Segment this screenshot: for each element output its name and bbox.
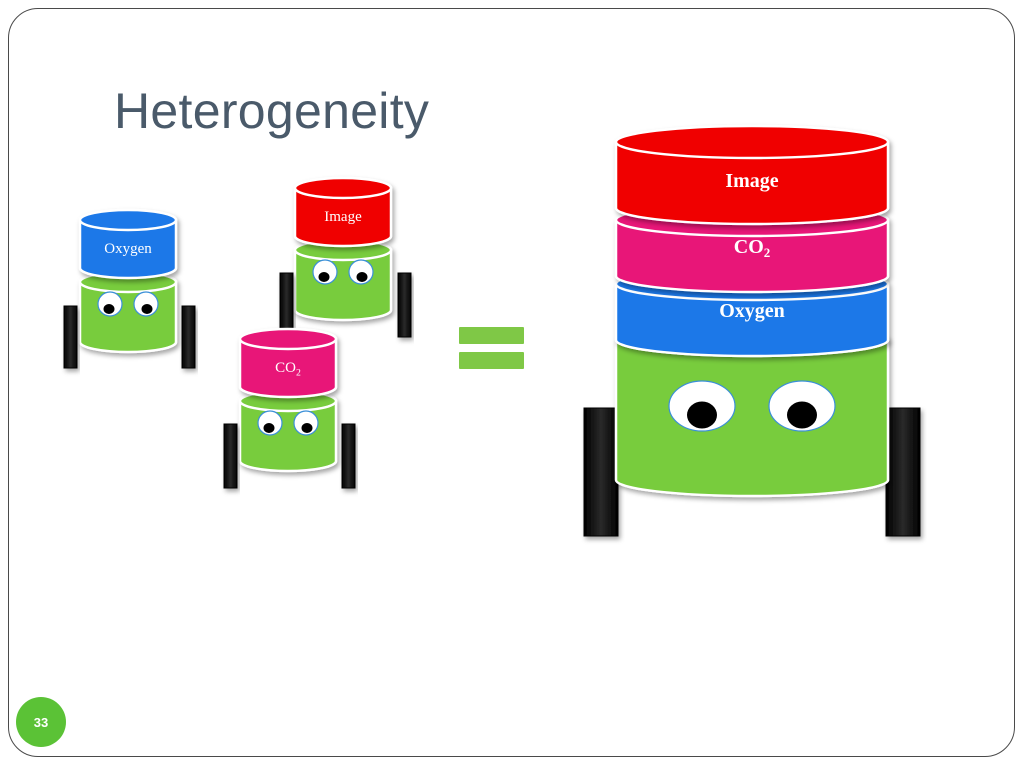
slide-title: Heterogeneity	[114, 83, 430, 139]
big-eye-right	[768, 380, 836, 432]
wheel-right	[341, 423, 356, 489]
sensor-oxygen	[78, 208, 178, 280]
robot-image: Image	[279, 176, 412, 338]
sensor-co2	[238, 327, 338, 399]
slide-number-badge: 33	[16, 697, 66, 747]
robot-body	[238, 389, 338, 473]
big-wheel-right	[885, 407, 921, 537]
combined-robot: Oxygen CO2 Image	[583, 124, 921, 537]
equals-sign	[459, 327, 524, 369]
eye-right	[348, 259, 374, 285]
robot-co2: CO2	[223, 327, 356, 489]
big-wheel-left	[583, 407, 619, 537]
equals-bar-bottom	[459, 352, 524, 369]
sensor-label-co2: CO2	[275, 360, 301, 378]
wheel-right	[397, 272, 412, 338]
eye-left	[97, 291, 123, 317]
sensor-label-oxygen: Oxygen	[104, 241, 152, 257]
wheel-left	[279, 272, 294, 338]
layer-label-oxygen: Oxygen	[719, 300, 785, 322]
big-eye-left	[668, 380, 736, 432]
robot-body	[293, 238, 393, 322]
wheel-right	[181, 305, 196, 369]
wheel-left	[63, 305, 78, 369]
slide-frame	[8, 8, 1015, 757]
eye-left	[312, 259, 338, 285]
wheel-left	[223, 423, 238, 489]
layer-image: Image	[614, 124, 890, 226]
layer-label-image: Image	[725, 170, 778, 192]
sensor-label-image: Image	[324, 209, 362, 225]
layer-label-co2: CO2	[734, 236, 771, 260]
eye-right	[293, 410, 319, 436]
robot-body	[78, 270, 178, 354]
equals-bar-top	[459, 327, 524, 344]
sensor-image	[293, 176, 393, 248]
eye-right	[133, 291, 159, 317]
eye-left	[257, 410, 283, 436]
layer-cylinder-image	[614, 124, 890, 226]
robot-oxygen: Oxygen	[63, 208, 196, 369]
